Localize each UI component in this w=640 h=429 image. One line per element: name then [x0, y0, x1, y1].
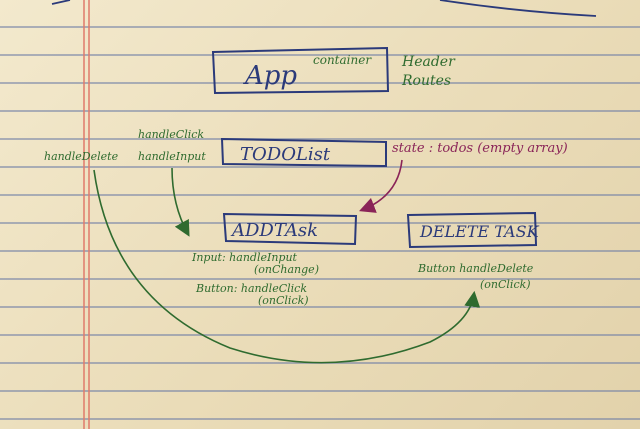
deletetask-label: DELETE TASK — [419, 222, 540, 241]
arrow-state-to-addtask — [359, 159, 403, 213]
deletetask-box — [406, 211, 538, 249]
handle-click-note: handleClick — [138, 128, 204, 141]
addtask-input-note: Input: handleInput — [191, 251, 298, 264]
app-container-note: container — [313, 53, 372, 67]
app-routes-note: Routes — [401, 73, 451, 89]
arrow-handledelete-to-deletetask — [93, 169, 481, 364]
app-label: App — [243, 61, 297, 91]
deletetask-button-event-note: (onClick) — [480, 278, 531, 291]
todolist-label: TODOList — [240, 144, 331, 165]
app-header-note: Header — [401, 54, 456, 70]
handle-input-note: handleInput — [138, 150, 206, 163]
app-box — [211, 46, 390, 95]
handle-delete-note: handleDelete — [44, 150, 119, 163]
state-note: state : todos (empty array) — [392, 141, 568, 156]
todolist-box — [220, 137, 387, 168]
addtask-box — [222, 212, 358, 246]
addtask-button-event-note: (onClick) — [258, 294, 309, 307]
addtask-button-note: Button: handleClick — [195, 282, 307, 295]
top-stroke-left — [51, 0, 71, 5]
arrow-handlers-to-addtask — [171, 167, 190, 237]
addtask-label: ADDTAsk — [230, 220, 318, 241]
deletetask-button-note: Button handleDelete — [417, 262, 534, 275]
top-stroke-right — [439, 0, 597, 17]
addtask-input-event-note: (onChange) — [254, 263, 319, 276]
